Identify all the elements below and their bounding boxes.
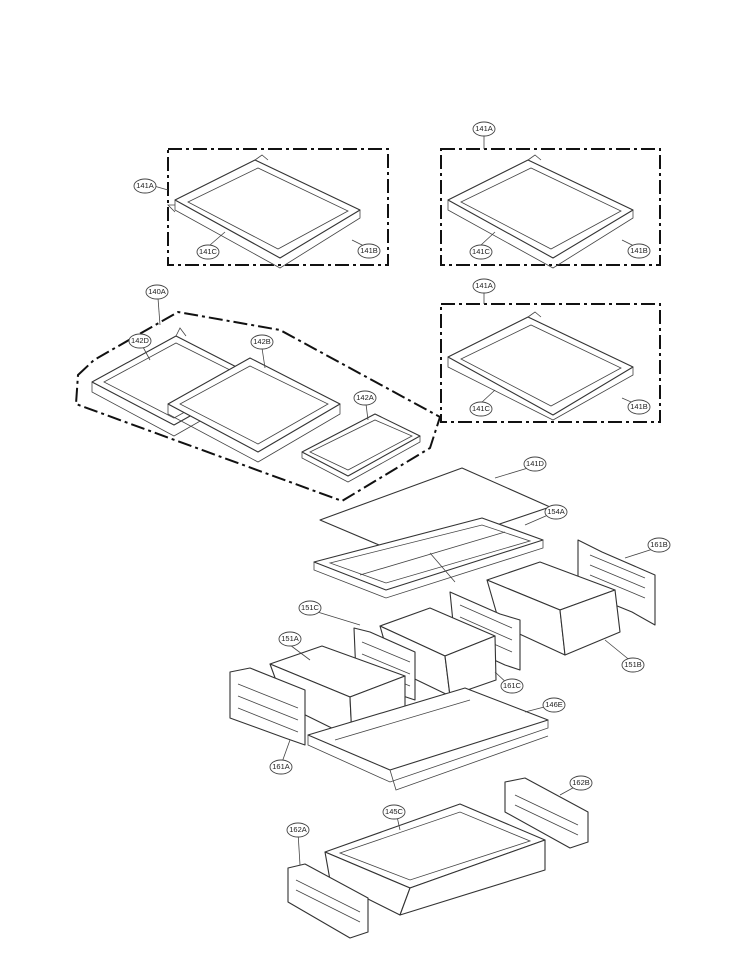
glass-shelf-mid-right [447,311,634,421]
svg-text:141A: 141A [136,181,154,190]
callout-154a: 154A [544,504,568,520]
callout-141a-top-right: 141A [472,121,496,137]
callout-151a: 151A [278,631,302,647]
callout-141a-mid-right: 141A [472,278,496,294]
svg-text:161A: 161A [272,762,290,771]
callout-146e: 146E [542,697,566,713]
svg-text:141C: 141C [199,247,218,256]
svg-text:141B: 141B [630,246,648,255]
crisper-cover-frame [313,517,544,599]
svg-text:151A: 151A [281,634,299,643]
callout-161b: 161B [647,537,671,553]
pantry-rail-left [287,863,369,939]
svg-text:141B: 141B [630,402,648,411]
svg-text:141A: 141A [475,124,493,133]
callout-142b: 142B [250,334,274,350]
callout-141c-top-left: 141C [196,244,220,260]
svg-text:161C: 161C [503,681,522,690]
callout-141b-mid-right: 141B [627,399,651,415]
crisper-base-tray [307,687,549,791]
svg-text:141A: 141A [475,281,493,290]
callout-141a-top-left: 141A [133,178,157,194]
callout-145c: 145C [382,804,406,820]
pantry-rail-right [504,777,589,849]
shelf-group-box-mid-right [440,303,661,423]
callout-141b-top-left: 141B [357,243,381,259]
callout-140a: 140A [145,284,169,300]
svg-text:142A: 142A [356,393,374,402]
shelf-group-box-top-right [440,148,661,266]
divider-rail-left [229,667,306,746]
callout-141c-mid-right: 141C [469,401,493,417]
svg-text:141C: 141C [472,247,491,256]
split-shelf-assembly [91,327,421,483]
callout-162b: 162B [569,775,593,791]
svg-text:141C: 141C [472,404,491,413]
svg-text:151C: 151C [301,603,320,612]
callout-141d: 141D [523,456,547,472]
glass-shelf-top-left [167,154,361,269]
callout-142d: 142D [128,333,152,349]
svg-text:141D: 141D [526,459,545,468]
callout-162a: 162A [286,822,310,838]
svg-text:142B: 142B [253,337,271,346]
svg-text:142D: 142D [131,336,150,345]
callout-161c: 161C [500,678,524,694]
callout-161a: 161A [269,759,293,775]
svg-text:154A: 154A [547,507,565,516]
pantry-drawer [324,803,546,916]
svg-text:145C: 145C [385,807,404,816]
svg-text:140A: 140A [148,287,166,296]
callout-142a: 142A [353,390,377,406]
callout-151b: 151B [621,657,645,673]
svg-text:162B: 162B [572,778,590,787]
shelf-assembly-box [74,310,442,503]
svg-text:162A: 162A [289,825,307,834]
callout-141c-top-right: 141C [469,244,493,260]
svg-text:151B: 151B [624,660,642,669]
shelf-group-box-top-left [167,148,389,266]
crisper-drawer-right [486,561,621,656]
svg-text:161B: 161B [650,540,668,549]
svg-text:141B: 141B [360,246,378,255]
callout-141b-top-right: 141B [627,243,651,259]
svg-text:146E: 146E [545,700,563,709]
callout-151c: 151C [298,600,322,616]
glass-shelf-top-right [447,154,634,269]
